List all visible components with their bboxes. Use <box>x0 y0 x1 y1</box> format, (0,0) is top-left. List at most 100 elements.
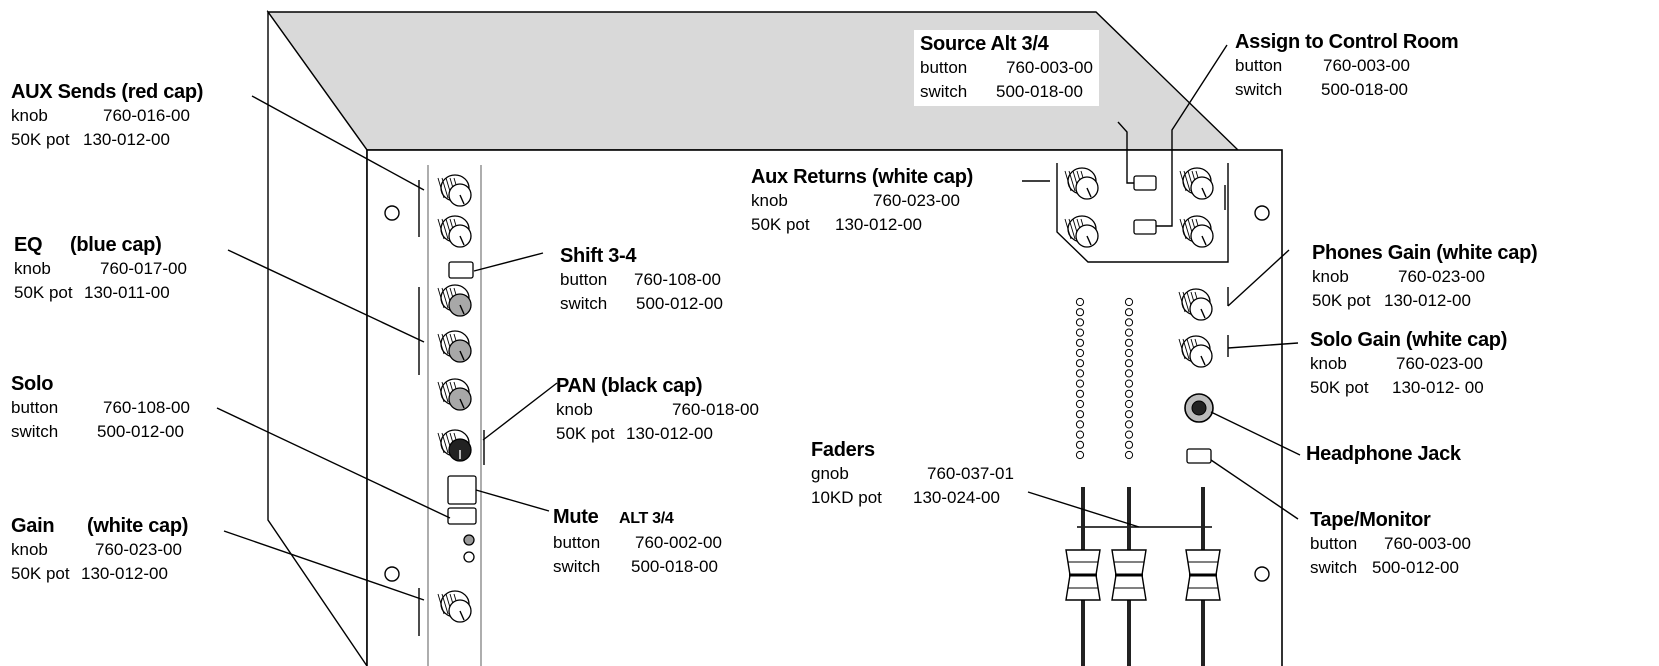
meter-led <box>1075 379 1085 388</box>
meter-led <box>1124 359 1134 368</box>
meter-led <box>1124 430 1134 439</box>
meter-led <box>1075 318 1085 327</box>
aux-send-1-knob[interactable] <box>437 174 472 207</box>
assign-control-room-button[interactable] <box>1133 219 1157 235</box>
solo-r2-val: 500-012-00 <box>97 422 184 441</box>
meter-led <box>1124 308 1134 317</box>
meter-led <box>1124 410 1134 419</box>
mute-r1-val: 760-002-00 <box>635 533 722 552</box>
mute-button[interactable] <box>447 475 477 505</box>
aux-return-1-knob[interactable] <box>1064 167 1099 200</box>
phones-gain-knob[interactable] <box>1178 288 1213 321</box>
solo-gain-knob[interactable] <box>1178 335 1213 368</box>
solo-r2-key: switch <box>11 422 59 441</box>
aux-send-2-knob[interactable] <box>437 215 472 248</box>
callout-headphone-jack: Headphone Jack <box>1306 442 1461 466</box>
meter-led <box>1075 440 1085 449</box>
source-alt-r1-val: 760-003-00 <box>1006 58 1093 77</box>
meter-led <box>1124 338 1134 347</box>
aux-sends-r1-key: knob <box>11 106 48 125</box>
pan-r1-key: knob <box>556 400 593 419</box>
solo-button[interactable] <box>447 507 477 525</box>
pan-r2-key: 50K pot <box>556 424 615 443</box>
led-1 <box>463 534 475 546</box>
gain-r1-val: 760-023-00 <box>95 540 182 559</box>
meter-led <box>1075 359 1085 368</box>
screws <box>384 205 1270 582</box>
eq-r2-key: 50K pot <box>14 283 73 302</box>
shift-r2-val: 500-012-00 <box>636 294 723 313</box>
eq-title-b: (blue cap) <box>70 234 162 256</box>
fader-2[interactable] <box>1111 487 1147 666</box>
aux-sends-title: AUX Sends (red cap) <box>11 81 204 103</box>
aux-return-2-knob[interactable] <box>1064 215 1099 248</box>
phones-gain-r2-val: 130-012-00 <box>1384 291 1471 310</box>
eq-low-knob[interactable] <box>437 378 472 411</box>
shift-title: Shift 3-4 <box>560 245 637 267</box>
source-alt-title: Source Alt 3/4 <box>920 33 1049 55</box>
pan-knob[interactable] <box>437 429 472 462</box>
meter-led <box>1075 338 1085 347</box>
aux-return-3-knob[interactable] <box>1179 167 1214 200</box>
phones-gain-r1-key: knob <box>1312 267 1349 286</box>
tape-monitor-button[interactable] <box>1186 448 1212 464</box>
faders <box>1065 487 1221 666</box>
eq-mid-knob[interactable] <box>437 330 472 363</box>
fader-1[interactable] <box>1065 487 1101 666</box>
tape-monitor-title: Tape/Monitor <box>1310 509 1431 531</box>
faders-r2-key: 10KD pot <box>811 488 882 507</box>
meter-led <box>1124 348 1134 358</box>
shift-r1-key: button <box>560 270 608 289</box>
gain-knob[interactable] <box>437 590 472 623</box>
tape-monitor-r2-val: 500-012-00 <box>1372 558 1459 577</box>
source-alt-r2-val: 500-018-00 <box>996 82 1083 101</box>
solo-gain-r2-key: 50K pot <box>1310 378 1369 397</box>
phones-gain-r1-val: 760-023-00 <box>1398 267 1485 286</box>
shift-r1-val: 760-108-00 <box>634 270 721 289</box>
source-alt-3-4-button[interactable] <box>1133 175 1157 191</box>
aux-return-4-knob[interactable] <box>1179 215 1214 248</box>
strip-buttons <box>447 261 477 563</box>
source-alt-r2-key: switch <box>920 82 968 101</box>
eq-title-a: EQ <box>14 234 43 256</box>
meter-led <box>1075 420 1085 429</box>
meter-led <box>1075 399 1085 409</box>
meter-led <box>1075 297 1085 307</box>
solo-r1-key: button <box>11 398 59 417</box>
meter-column-1 <box>1075 297 1085 460</box>
mute-r1-key: button <box>553 533 601 552</box>
fader-3[interactable] <box>1185 487 1221 666</box>
meter-led <box>1075 450 1085 460</box>
solo-gain-r1-key: knob <box>1310 354 1347 373</box>
gain-r2-key: 50K pot <box>11 564 70 583</box>
meters <box>1075 297 1134 460</box>
aux-returns-r2-key: 50K pot <box>751 215 810 234</box>
meter-led <box>1075 369 1085 378</box>
aux-returns-title: Aux Returns (white cap) <box>751 166 974 188</box>
meter-led <box>1124 450 1134 460</box>
mute-title-b: ALT 3/4 <box>619 510 674 527</box>
assign-cr-r1-key: button <box>1235 56 1283 75</box>
pan-r2-val: 130-012-00 <box>626 424 713 443</box>
eq-high-knob[interactable] <box>437 284 472 317</box>
mute-r2-key: switch <box>553 557 601 576</box>
meter-led <box>1075 430 1085 439</box>
meter-led <box>1124 399 1134 409</box>
headphone-jack[interactable] <box>1184 393 1214 423</box>
faders-r2-val: 130-024-00 <box>913 488 1000 507</box>
shift-3-4-button[interactable] <box>448 261 474 279</box>
faders-r1-val: 760-037-01 <box>927 464 1014 483</box>
led-2 <box>463 551 475 563</box>
eq-r1-key: knob <box>14 259 51 278</box>
meter-led <box>1124 440 1134 449</box>
